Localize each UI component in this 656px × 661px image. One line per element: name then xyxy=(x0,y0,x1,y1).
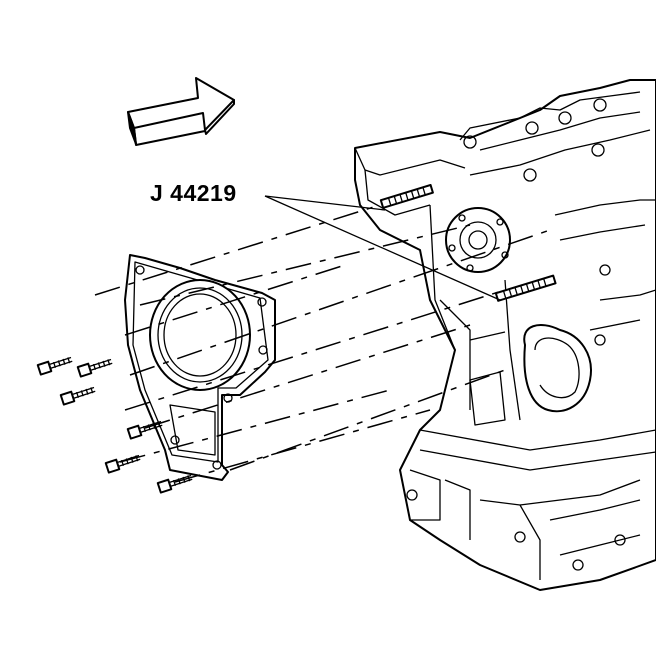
bolt xyxy=(126,420,163,440)
rear-main-seal-housing xyxy=(124,254,276,481)
bolt xyxy=(104,454,141,474)
tool-callout-label: J 44219 xyxy=(150,180,237,206)
bolt xyxy=(76,358,113,378)
housing-bolts xyxy=(36,356,193,494)
assembly-guide-lines xyxy=(94,204,551,483)
callout-leaders xyxy=(264,195,501,301)
bolt xyxy=(156,474,193,494)
front-direction-arrow-icon xyxy=(127,77,235,146)
engine-block xyxy=(354,79,656,591)
guide-pin-tool xyxy=(379,183,557,302)
guide-pin-lower xyxy=(494,274,557,302)
guide-pin-upper xyxy=(379,183,434,209)
bolt xyxy=(36,356,73,376)
bolt xyxy=(59,386,96,406)
